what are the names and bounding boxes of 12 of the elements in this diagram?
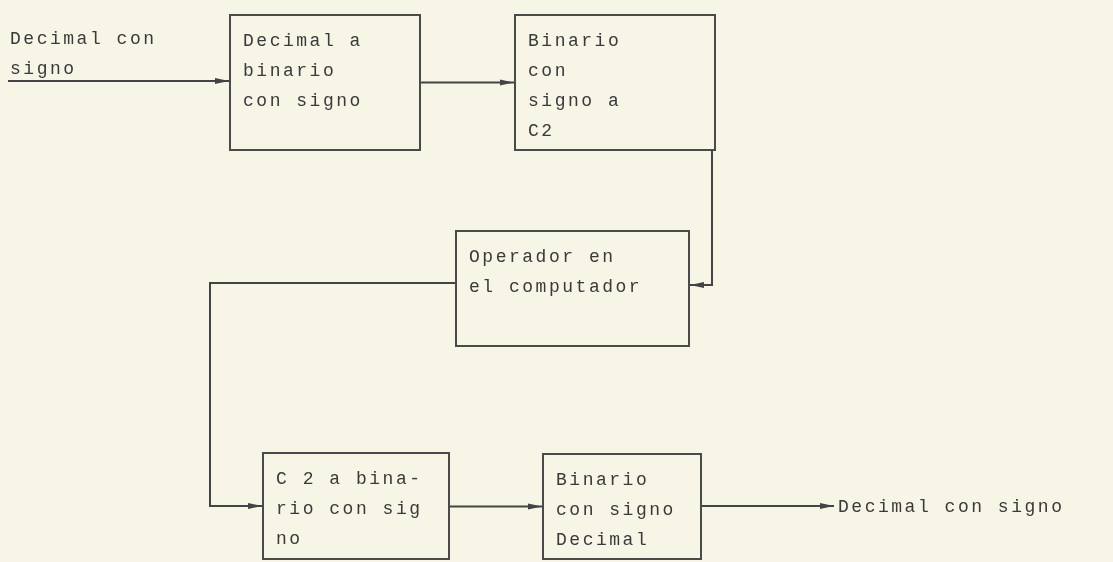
arrow <box>209 282 456 509</box>
process-box: Binario con signo a C2 <box>514 14 716 151</box>
arrow <box>701 503 835 509</box>
flow-label: Decimal con signo <box>838 492 1108 522</box>
process-box: C 2 a bina- rio con sig no <box>262 452 450 560</box>
arrow <box>689 150 713 288</box>
arrow <box>449 503 543 510</box>
process-box: Binario con signo Decimal <box>542 453 702 560</box>
process-box: Operador en el computador <box>455 230 690 347</box>
arrow <box>7 78 230 84</box>
process-box: Decimal a binario con signo <box>229 14 421 151</box>
arrow <box>420 79 515 86</box>
